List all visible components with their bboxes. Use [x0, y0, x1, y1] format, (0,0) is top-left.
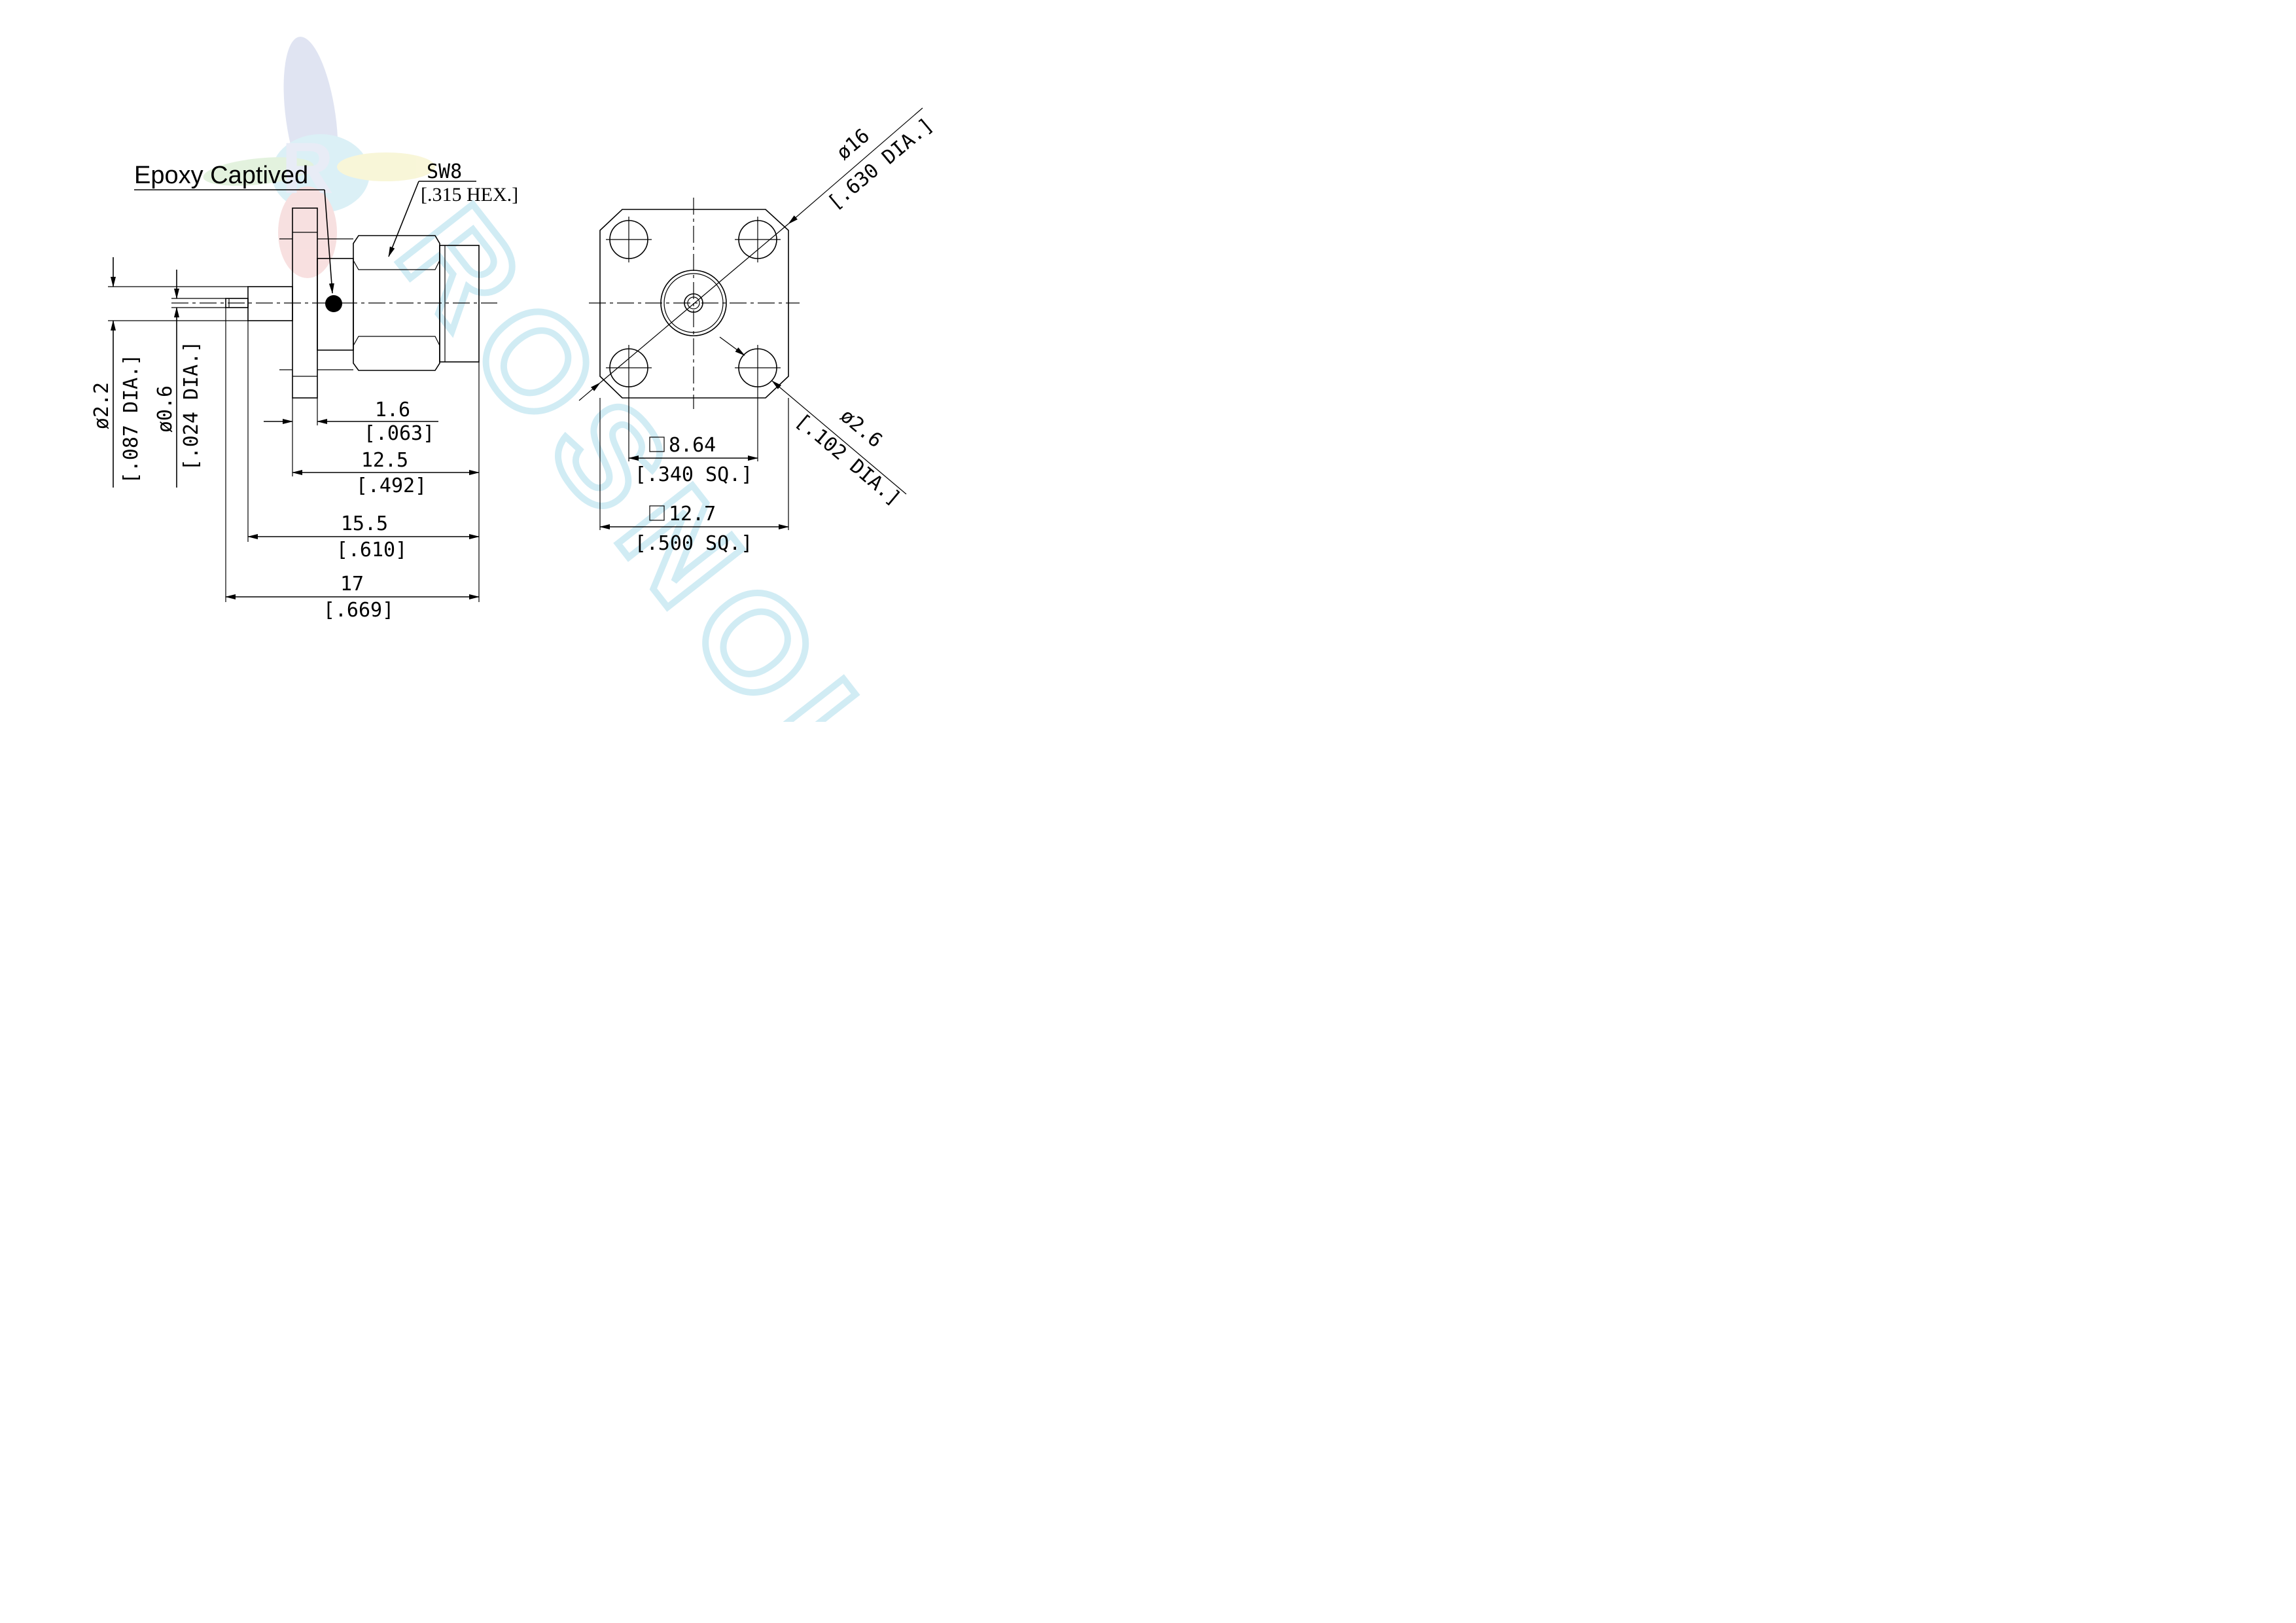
- hole-spacing-metric: 8.64: [669, 434, 716, 457]
- bolt-circle-dimension: ø16 [.630 DIA.]: [578, 107, 938, 401]
- pin-dia-inch: [.024 DIA.]: [180, 341, 203, 471]
- square-symbol-icon: [649, 505, 665, 521]
- overall-length-metric: 17: [340, 573, 364, 596]
- dielectric-length-metric: 15.5: [341, 512, 388, 535]
- flange-thickness-dimension: 1.6 [.063]: [264, 399, 438, 445]
- bolt-circle-metric: ø16: [832, 124, 874, 165]
- dielectric-dia-inch: [.087 DIA.]: [120, 354, 143, 484]
- hex-callout: SW8 [.315 HEX.]: [388, 160, 518, 257]
- dielectric: [247, 286, 293, 321]
- pin-dia-metric: ø0.6: [154, 385, 177, 433]
- epoxy-callout: Epoxy Captived: [134, 162, 334, 294]
- dielectric-length-dimension: 15.5 [.610]: [247, 512, 480, 562]
- dielectric-dia-metric: ø2.2: [90, 382, 113, 429]
- overall-length-dimension: 17 [.669]: [225, 573, 480, 622]
- overall-length-inch: [.669]: [323, 599, 394, 622]
- coupling-body: [439, 245, 480, 363]
- hex-nut: [353, 235, 440, 371]
- epoxy-label: Epoxy Captived: [134, 162, 308, 189]
- epoxy-dot: [325, 295, 342, 312]
- flange-thickness-inch: [.063]: [364, 422, 434, 445]
- flange-thickness-metric: 1.6: [375, 399, 410, 421]
- flange-front-view: [589, 198, 800, 409]
- hole-spacing-dimension: 8.64 [.340 SQ.]: [628, 434, 758, 486]
- flange-size-inch: [.500 SQ.]: [635, 532, 753, 555]
- flange-size-metric: 12.7: [669, 503, 716, 526]
- length-extensions: [225, 308, 480, 602]
- hex-inch-label: [.315 HEX.]: [421, 184, 518, 205]
- square-symbol-icon: [649, 437, 665, 452]
- flange-size-dimension: 12.7 [.500 SQ.]: [599, 503, 789, 555]
- flange-square: [599, 209, 789, 399]
- bolt-circle-inch: [.630 DIA.]: [824, 113, 938, 215]
- connector-side-view: [171, 207, 497, 399]
- body-length-inch: [.492]: [356, 474, 427, 497]
- connector-drawing: R ROSNOL Epoxy Captived: [90, 37, 938, 722]
- center-pin: [225, 298, 249, 308]
- front-extensions: [599, 391, 789, 530]
- dielectric-length-inch: [.610]: [336, 539, 407, 562]
- diameter-extensions: [108, 286, 248, 321]
- body-length-dimension: 12.5 [.492]: [292, 449, 480, 497]
- watermark-logo: R: [203, 37, 435, 278]
- pin-dia-dimension: ø0.6 [.024 DIA.]: [154, 270, 203, 488]
- hole-spacing-inch: [.340 SQ.]: [635, 463, 753, 486]
- dielectric-dia-dimension: ø2.2 [.087 DIA.]: [90, 257, 143, 488]
- body-length-metric: 12.5: [361, 449, 408, 472]
- hex-metric-label: SW8: [427, 160, 462, 183]
